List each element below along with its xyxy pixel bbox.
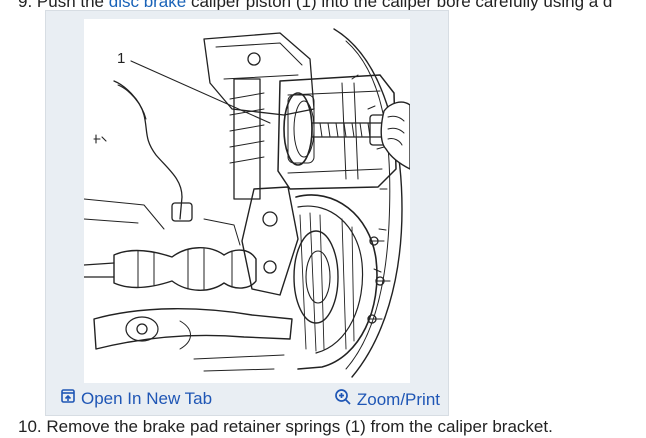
strut-body (233, 78, 261, 200)
lower-control-arm (93, 308, 293, 350)
caliper-housing (277, 74, 397, 190)
open-in-new-tab-icon (60, 388, 76, 409)
zoom-print-label: Zoom/Print (356, 389, 440, 409)
open-in-new-tab-button[interactable]: Open In New Tab (60, 388, 212, 409)
step-9-text-suffix: caliper piston (1) into the caliper bore… (186, 0, 613, 11)
figure-toolbar: Open In New Tab Zoom/Print (46, 384, 448, 415)
brake-hose (113, 80, 183, 220)
disc-brake-link[interactable]: disc brake (108, 0, 187, 11)
brake-caliper-illustration: 1 (84, 19, 410, 383)
zoom-in-icon (334, 388, 352, 411)
strut-tower (203, 32, 315, 116)
figure-container: 1 (45, 10, 449, 416)
instruction-step-9: 9. Push the disc brake caliper piston (1… (18, 0, 646, 13)
instruction-step-10: 10. Remove the brake pad retainer spring… (18, 417, 553, 436)
callout-leader-line (130, 60, 271, 124)
compressor-screw (311, 122, 385, 138)
open-in-new-tab-label: Open In New Tab (81, 388, 213, 408)
wheel-hub (293, 230, 339, 324)
cv-axle-boot (113, 247, 257, 291)
step-9-text-prefix: 9. Push the (18, 0, 109, 11)
callout-number: 1 (117, 50, 125, 67)
brake-rotor (295, 194, 378, 370)
zoom-print-button[interactable]: Zoom/Print (334, 388, 440, 411)
fender-arc (333, 28, 403, 378)
steering-knuckle (241, 186, 299, 296)
technician-hand (380, 101, 410, 170)
